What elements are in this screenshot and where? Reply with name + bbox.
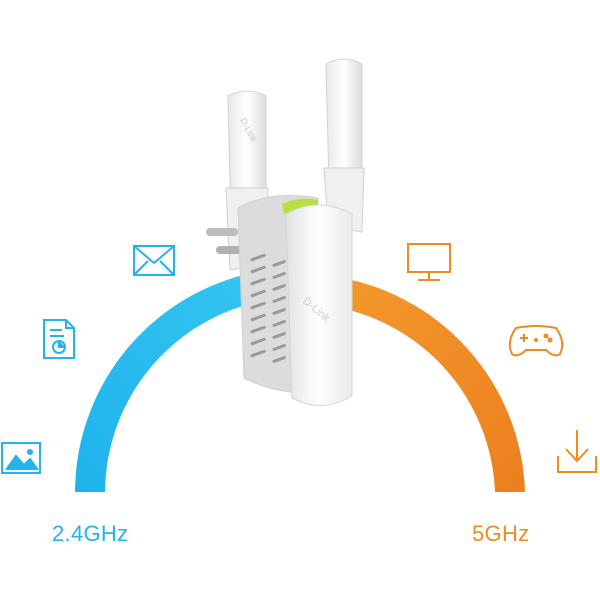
band-label-5ghz: 5GHz bbox=[472, 521, 530, 546]
mail-icon bbox=[133, 245, 175, 276]
image-icon bbox=[1, 442, 41, 474]
range-extender-device: D-Link bbox=[206, 58, 365, 407]
band-arc-2-4ghz bbox=[75, 270, 268, 492]
band-arc-5ghz bbox=[330, 276, 525, 492]
side-vents bbox=[250, 253, 286, 363]
monitor-icon bbox=[407, 243, 451, 281]
front-panel bbox=[285, 204, 353, 407]
document-chart-icon bbox=[43, 319, 75, 359]
download-icon bbox=[557, 430, 597, 473]
band-label-2-4ghz: 2.4GHz bbox=[52, 521, 129, 546]
gamepad-icon bbox=[508, 325, 564, 357]
power-plug bbox=[206, 228, 242, 254]
